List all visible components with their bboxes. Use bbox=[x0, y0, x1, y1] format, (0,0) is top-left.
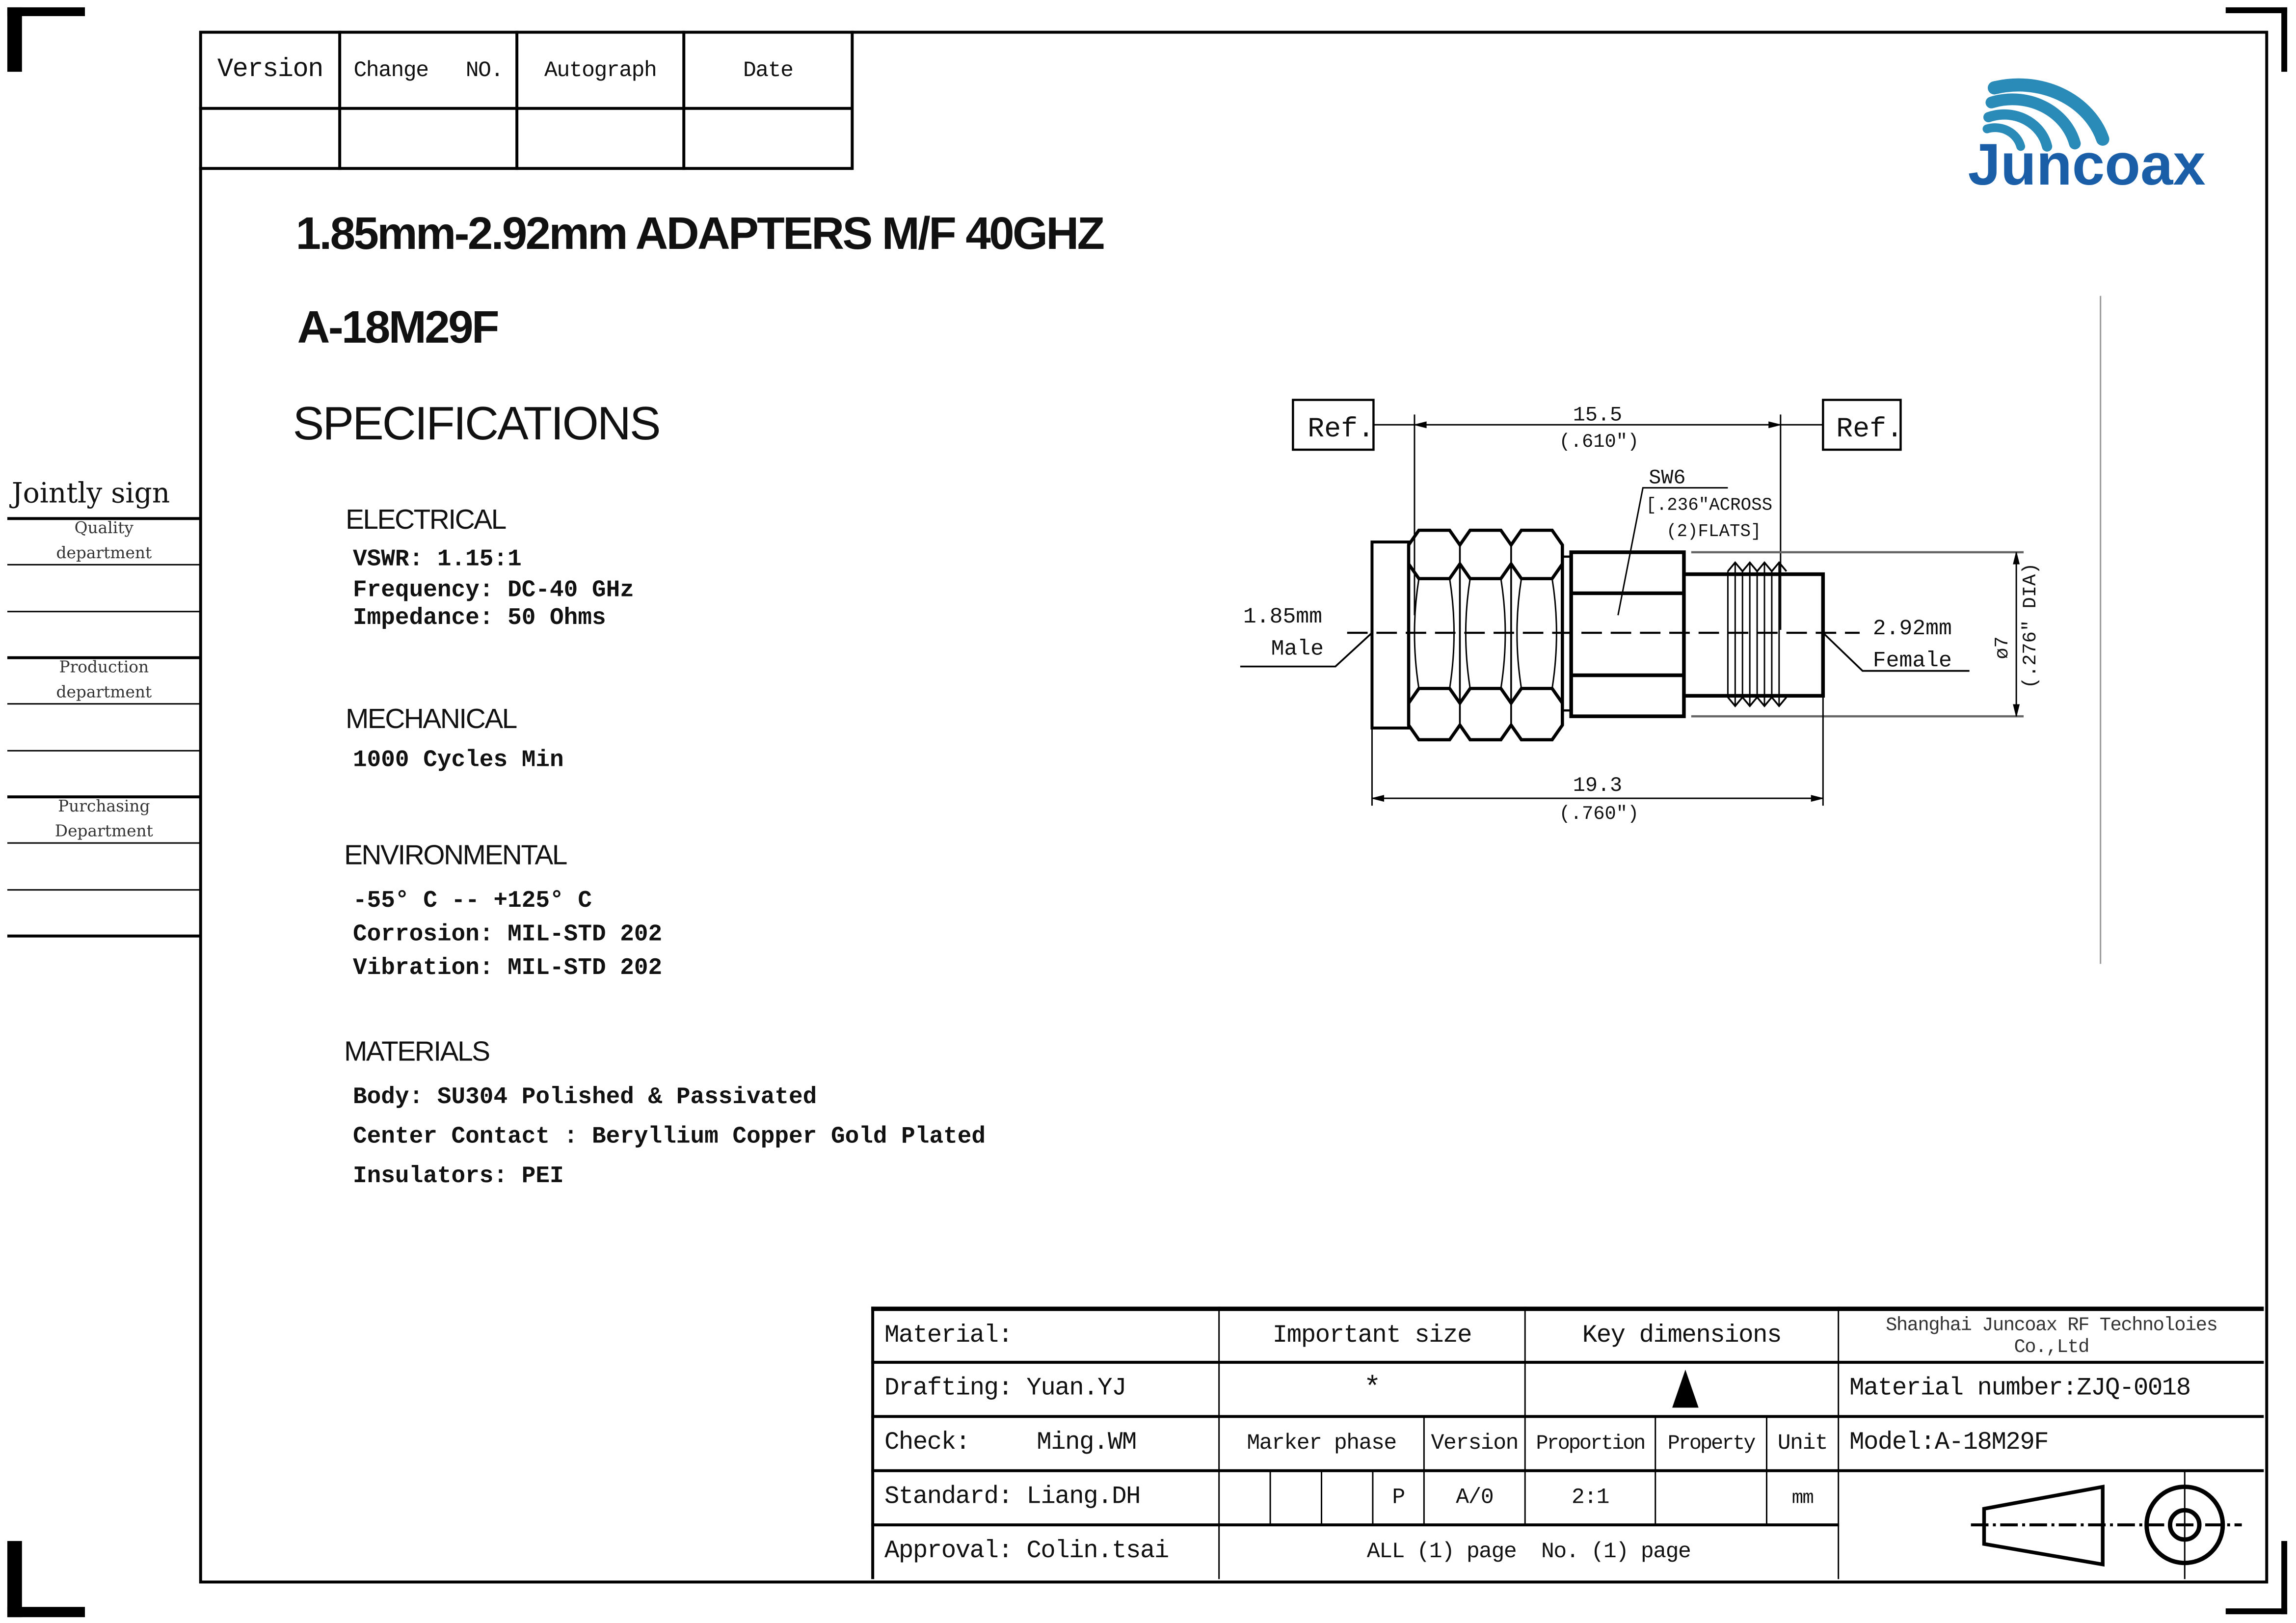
section-heading: ENVIRONMENTAL bbox=[344, 840, 567, 872]
dept-purchasing: Purchasing Department bbox=[54, 797, 153, 841]
male-label: Male bbox=[1271, 637, 1324, 662]
standard-field: Standard: Liang.DH bbox=[884, 1484, 1141, 1512]
dept-quality: Quality department bbox=[56, 518, 152, 563]
material-field: Material: bbox=[884, 1322, 1013, 1350]
revision-header-version: Version bbox=[217, 55, 324, 85]
material-number: Material number:ZJQ-0018 bbox=[1849, 1375, 2191, 1404]
property-header: Property bbox=[1667, 1432, 1756, 1456]
spec-line: Insulators: PEI bbox=[352, 1163, 564, 1190]
check-label: Check: bbox=[884, 1430, 970, 1458]
version-value: A/0 bbox=[1456, 1485, 1494, 1511]
corner-mark-tr-v bbox=[2281, 7, 2288, 72]
company-name: Shanghai Juncoax RF Technoloies Co.,Ltd bbox=[1886, 1313, 2218, 1357]
specifications-heading: SPECIFICATIONS bbox=[293, 397, 661, 450]
dim-bottom-in: (.760") bbox=[1559, 803, 1639, 825]
key-dimension-triangle-icon bbox=[1672, 1369, 1699, 1408]
corner-mark-tr bbox=[2225, 7, 2288, 13]
juncoax-logo: Juncoax bbox=[1962, 58, 2241, 197]
proportion-value: 2:1 bbox=[1571, 1485, 1610, 1511]
corner-mark-br-v bbox=[2281, 1541, 2288, 1615]
spec-line: Center Contact : Beryllium Copper Gold P… bbox=[352, 1123, 986, 1150]
section-heading: ELECTRICAL bbox=[346, 505, 507, 537]
page-count: ALL (1) page No. (1) page bbox=[1366, 1539, 1691, 1565]
projection-symbol-icon bbox=[1971, 1470, 2242, 1579]
dim-bottom-mm: 19.3 bbox=[1573, 774, 1622, 797]
dept-production: Production department bbox=[56, 657, 152, 702]
corner-mark-bl bbox=[7, 1541, 22, 1618]
proportion-header: Proportion bbox=[1536, 1432, 1646, 1456]
spec-line: Corrosion: MIL-STD 202 bbox=[352, 921, 663, 948]
check-name: Ming.WM bbox=[1037, 1430, 1137, 1458]
female-label: Female bbox=[1873, 649, 1952, 674]
svg-text:Juncoax: Juncoax bbox=[1968, 132, 2206, 193]
important-size-symbol: * bbox=[1363, 1372, 1381, 1407]
marker-phase-header: Marker phase bbox=[1247, 1431, 1397, 1456]
spec-line: -55° C -- +125° C bbox=[352, 888, 592, 914]
spec-line: Frequency: DC-40 GHz bbox=[352, 577, 634, 604]
ref-right-label: Ref. bbox=[1836, 414, 1903, 445]
spec-line: Vibration: MIL-STD 202 bbox=[352, 955, 663, 982]
dia-in-label: (.276" DIA) bbox=[2020, 563, 2041, 688]
sw-label: SW6 bbox=[1649, 466, 1685, 490]
important-size-header: Important size bbox=[1272, 1322, 1472, 1350]
unit-value: mm bbox=[1791, 1487, 1814, 1509]
version-header: Version bbox=[1431, 1431, 1519, 1456]
section-mechanical: MECHANICAL 1000 Cycles Min bbox=[346, 704, 564, 776]
sw-note-1: [.236"ACROSS bbox=[1646, 495, 1772, 515]
male-size-label: 1.85mm bbox=[1243, 605, 1322, 629]
product-title: 1.85mm-2.92mm ADAPTERS M/F 40GHZ bbox=[295, 208, 1105, 260]
corner-mark-tl-h bbox=[7, 7, 85, 16]
ref-left-label: Ref. bbox=[1308, 414, 1374, 445]
logo-waves-icon: Juncoax bbox=[1968, 78, 2206, 197]
part-number: A-18M29F bbox=[297, 301, 500, 353]
revision-header-date: Date bbox=[743, 57, 794, 83]
spec-line: VSWR: 1.15:1 bbox=[352, 546, 522, 573]
unit-header: Unit bbox=[1777, 1431, 1828, 1456]
section-heading: MATERIALS bbox=[344, 1037, 490, 1068]
jointly-sign-title: Jointly sign bbox=[11, 477, 170, 510]
corner-mark-tl bbox=[7, 7, 22, 72]
section-electrical: ELECTRICAL VSWR: 1.15:1 Frequency: DC-40… bbox=[346, 505, 634, 634]
corner-mark-br bbox=[2225, 1608, 2288, 1615]
revision-header-autograph: Autograph bbox=[544, 57, 657, 83]
revision-header-change-no: Change NO. bbox=[353, 57, 504, 83]
drafting-field: Drafting: Yuan.YJ bbox=[884, 1375, 1127, 1404]
sheet-border bbox=[199, 30, 2269, 1584]
dim-top-in: (.610") bbox=[1559, 431, 1639, 453]
section-environmental: ENVIRONMENTAL -55° C -- +125° C Corrosio… bbox=[344, 841, 662, 986]
female-size-label: 2.92mm bbox=[1873, 617, 1952, 641]
dia-label: ø7 bbox=[1992, 636, 2013, 659]
phase-value: P bbox=[1392, 1485, 1405, 1511]
key-dimensions-header: Key dimensions bbox=[1582, 1322, 1782, 1350]
spec-line: 1000 Cycles Min bbox=[352, 747, 564, 774]
spec-line: Impedance: 50 Ohms bbox=[352, 605, 606, 632]
corner-mark-bl-h bbox=[7, 1607, 85, 1618]
section-heading: MECHANICAL bbox=[346, 704, 517, 735]
dim-top-mm: 15.5 bbox=[1573, 403, 1622, 427]
divider-line bbox=[2100, 296, 2102, 964]
sw-note-2: (2)FLATS] bbox=[1666, 521, 1761, 541]
approval-field: Approval: Colin.tsai bbox=[884, 1538, 1169, 1566]
section-materials: MATERIALS Body: SU304 Polished & Passiva… bbox=[344, 1037, 986, 1197]
spec-line: Body: SU304 Polished & Passivated bbox=[352, 1084, 817, 1110]
model-field: Model:A-18M29F bbox=[1849, 1430, 2049, 1458]
